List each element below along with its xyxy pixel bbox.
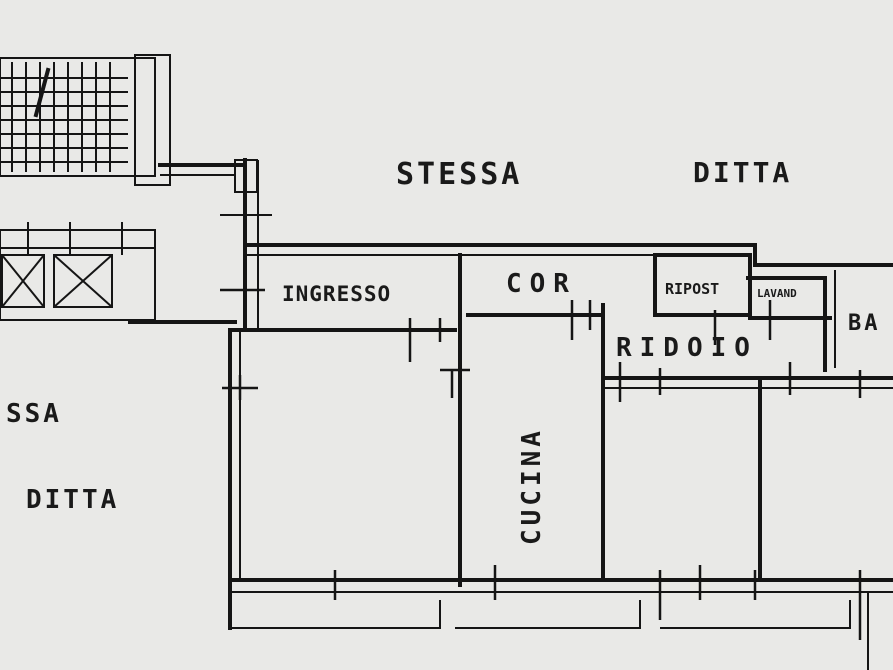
label-ditta-left: DITTA	[26, 485, 119, 515]
room-label-ridoio: RIDOIO	[616, 333, 758, 363]
room-label-bagno: BA	[848, 311, 881, 336]
elevator-shafts	[0, 222, 156, 321]
apartment-walls	[228, 158, 893, 670]
label-ditta-top: DITTA	[693, 156, 792, 189]
room-label-cucina: CUCINA	[517, 427, 547, 545]
room-label-lavanderia: LAVAND	[757, 287, 797, 300]
staircase	[0, 54, 171, 186]
label-ssa-left: SSA	[6, 399, 62, 429]
room-label-ingresso: INGRESSO	[282, 282, 391, 306]
room-label-ripostiglio: RIPOST	[665, 280, 719, 298]
openings	[220, 262, 862, 640]
room-label-cor: COR	[506, 269, 577, 299]
landing-walls	[128, 159, 272, 324]
label-stessa-top: STESSA	[396, 157, 522, 192]
